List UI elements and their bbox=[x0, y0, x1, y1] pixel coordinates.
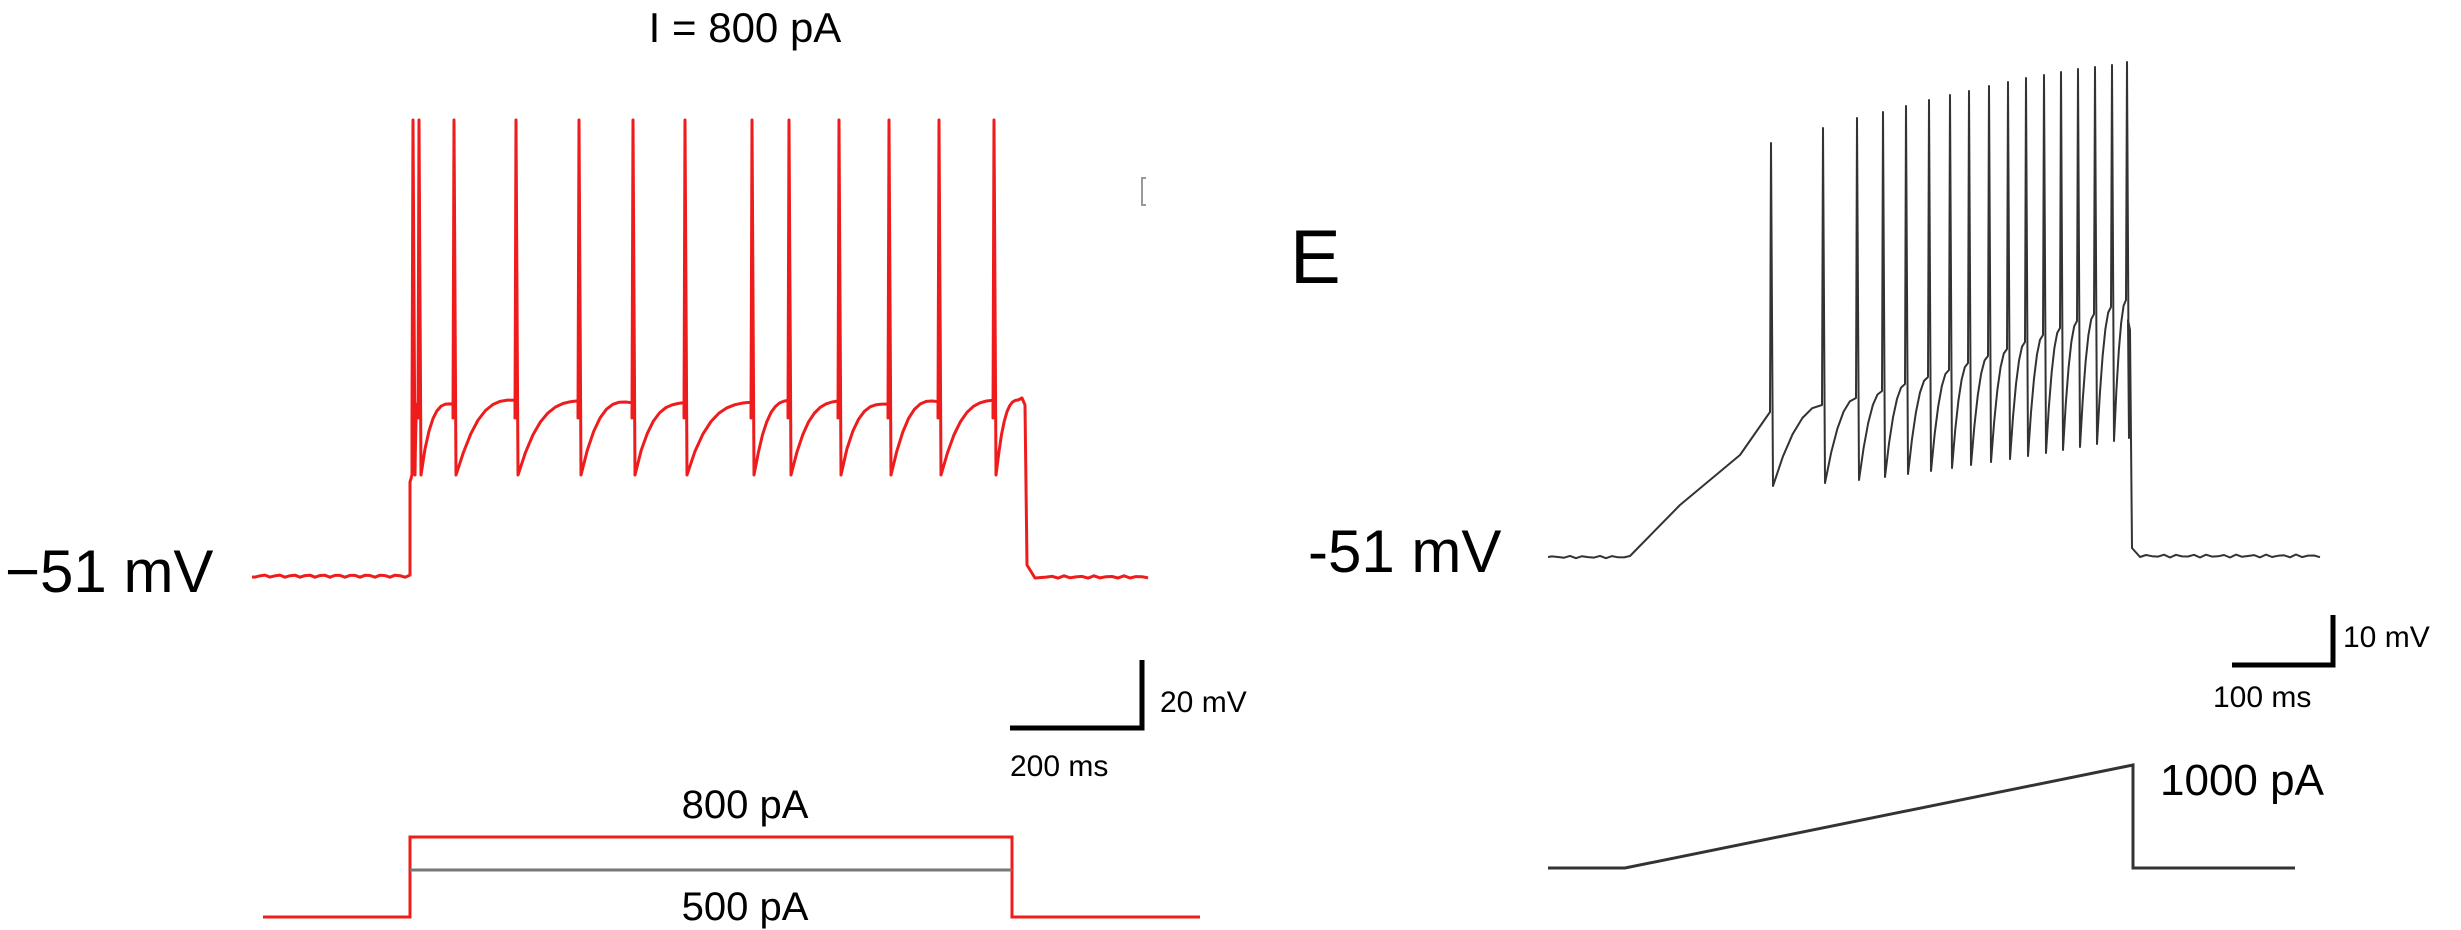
left-voltage-trace bbox=[251, 118, 1149, 580]
right-scale-voltage-label: 10 mV bbox=[2343, 621, 2430, 654]
left-title: I = 800 pA bbox=[649, 4, 842, 51]
left-scale-time-label: 200 ms bbox=[1010, 750, 1108, 783]
right-voltage-trace bbox=[1547, 61, 2321, 560]
left-bracket-mark bbox=[1141, 177, 1146, 206]
right-scale-bar bbox=[2232, 615, 2336, 668]
right-scale-time-label: 100 ms bbox=[2213, 681, 2311, 714]
panel-letter-e: E bbox=[1290, 215, 1341, 300]
left-scale-voltage-label: 20 mV bbox=[1160, 686, 1247, 719]
left-lower-step-label: 500 pA bbox=[682, 885, 809, 929]
left-upper-current-step bbox=[263, 835, 1200, 919]
left-panel: I = 800 pA −51 mV 20 mV 200 ms 800 pA 50… bbox=[5, 4, 1247, 929]
left-upper-step-label: 800 pA bbox=[682, 783, 809, 827]
right-baseline-label: -51 mV bbox=[1308, 518, 1501, 585]
right-current-ramp bbox=[1548, 763, 2295, 870]
left-scale-bar bbox=[1010, 660, 1145, 731]
right-ramp-label: 1000 pA bbox=[2160, 756, 2325, 805]
left-baseline-label: −51 mV bbox=[5, 538, 213, 605]
right-panel: E -51 mV 10 mV 100 ms 1000 pA bbox=[1290, 61, 2430, 870]
